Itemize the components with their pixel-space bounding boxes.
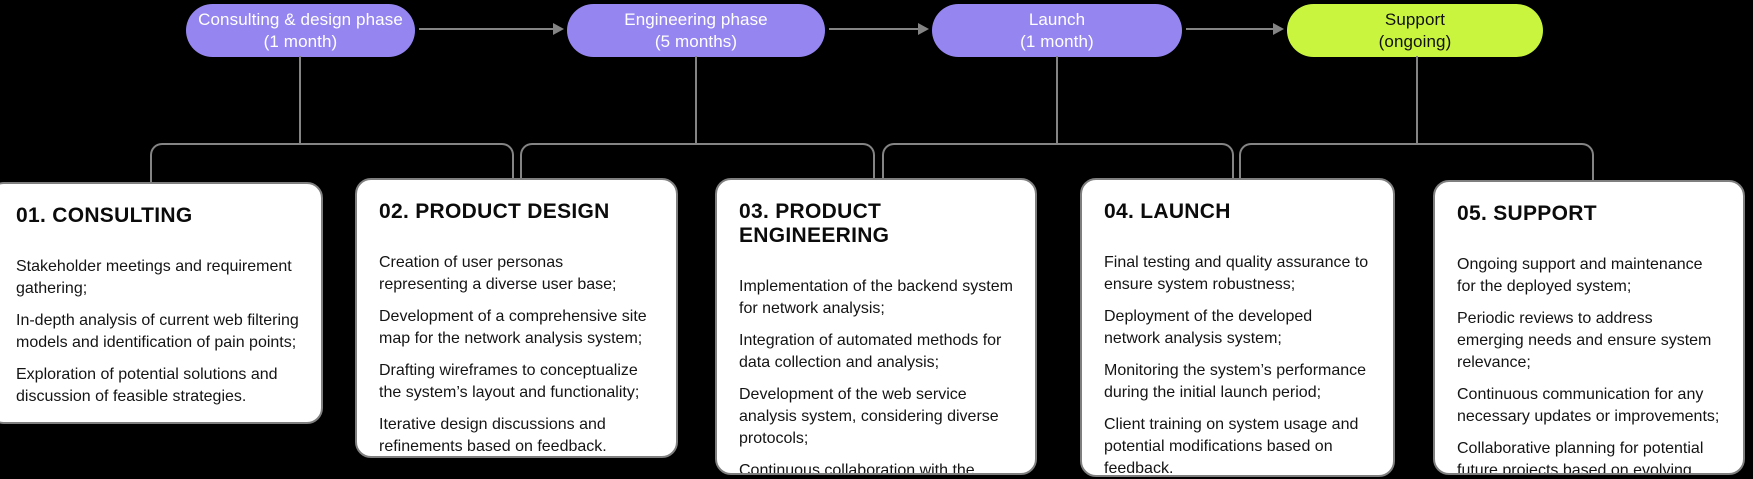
card-item: Implementation of the backend system for… [739,278,1013,317]
card-item: Collaborative planning for potential fut… [1457,440,1704,475]
card-product-engineering: 03. PRODUCT ENGINEERING Implementation o… [715,178,1037,475]
flow-arrow-1 [419,23,564,35]
phase-label: Engineering phase [624,9,768,29]
card-item: Client training on system usage and pote… [1104,416,1359,477]
card-support: 05. SUPPORT Ongoing support and maintena… [1433,180,1745,475]
phase-label: Launch [1028,9,1086,29]
card-consulting: 01. CONSULTING Stakeholder meetings and … [0,182,323,424]
card-title: 04. LAUNCH [1104,200,1231,223]
phase-pill-launch: Launch (1 month) [932,4,1182,57]
connector-bracket-4 [1239,143,1594,183]
arrow-line [1186,28,1275,30]
card-item: Ongoing support and maintenance for the … [1457,256,1703,295]
flow-arrow-2 [829,23,929,35]
card-title: 03. PRODUCT ENGINEERING [739,200,890,247]
connector-stem-4 [1416,56,1418,145]
arrow-right-icon [918,23,929,35]
phase-duration: (5 months) [654,31,738,51]
card-item: Periodic reviews to address emerging nee… [1457,310,1712,371]
phase-pill-consulting-design: Consulting & design phase (1 month) [186,4,415,57]
phase-duration: (1 month) [1020,31,1094,51]
card-item: Creation of user personas representing a… [379,254,617,293]
arrow-line [829,28,920,30]
phase-pill-engineering: Engineering phase (5 months) [567,4,825,57]
card-item: Development of a comprehensive site map … [379,308,647,347]
arrow-line [419,28,555,30]
phase-pill-support: Support (ongoing) [1287,4,1543,57]
phase-label: Support [1384,9,1446,29]
card-item: Continuous collaboration with the client… [739,462,975,475]
connector-bracket-3 [882,143,1234,183]
card-item: Stakeholder meetings and requirement gat… [16,258,292,297]
card-item: Integration of automated methods for dat… [739,332,1002,371]
card-title: 01. CONSULTING [16,204,193,227]
phase-duration: (ongoing) [1378,31,1452,51]
connector-bracket-1 [150,143,514,183]
phase-label: Consulting & design phase [198,9,403,29]
connector-stem-1 [299,56,301,145]
card-item: Iterative design discussions and refinem… [379,416,607,455]
card-item: Drafting wireframes to conceptualize the… [379,362,640,401]
card-item: Continuous communication for any necessa… [1457,386,1720,425]
card-item: Deployment of the developed network anal… [1104,308,1313,347]
card-title: 05. SUPPORT [1457,202,1597,225]
arrow-right-icon [1273,23,1284,35]
card-title: 02. PRODUCT DESIGN [379,200,610,223]
card-item: Exploration of potential solutions and d… [16,366,278,405]
card-product-design: 02. PRODUCT DESIGN Creation of user pers… [355,178,678,458]
card-item: Development of the web service analysis … [739,386,999,447]
card-item: Monitoring the system’s performance duri… [1104,362,1367,401]
connector-bracket-2 [520,143,875,183]
phase-duration: (1 month) [263,31,338,51]
arrow-right-icon [553,23,564,35]
connector-stem-3 [1056,56,1058,145]
card-item: In-depth analysis of current web filteri… [16,312,299,351]
card-launch: 04. LAUNCH Final testing and quality ass… [1080,178,1395,477]
flow-arrow-3 [1186,23,1284,35]
connector-stem-2 [695,56,697,145]
card-item: Final testing and quality assurance to e… [1104,254,1369,293]
